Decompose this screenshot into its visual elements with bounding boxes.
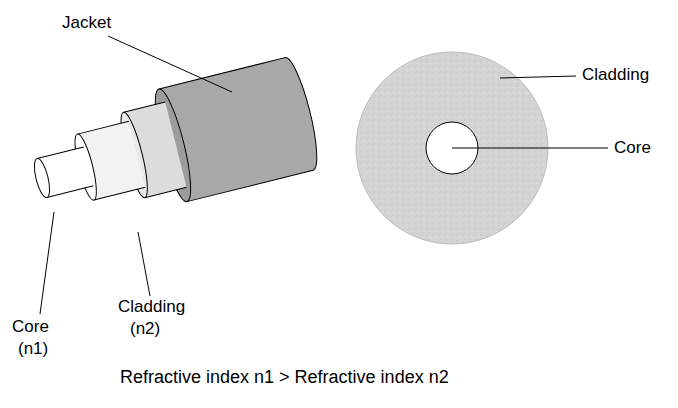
index-label: (n2)	[130, 320, 160, 339]
leader-lines	[40, 36, 608, 314]
part-label: Core	[614, 139, 651, 158]
cable	[22, 55, 324, 236]
index-label: (n1)	[18, 340, 48, 359]
caption-note: Refractive index n1 > Refractive index n…	[120, 368, 449, 388]
part-label: Cladding	[118, 298, 185, 317]
part-label: Jacket	[62, 14, 111, 33]
core-cylinder	[31, 147, 93, 199]
part-label: Cladding	[582, 66, 649, 85]
part-label: Core	[12, 318, 49, 337]
